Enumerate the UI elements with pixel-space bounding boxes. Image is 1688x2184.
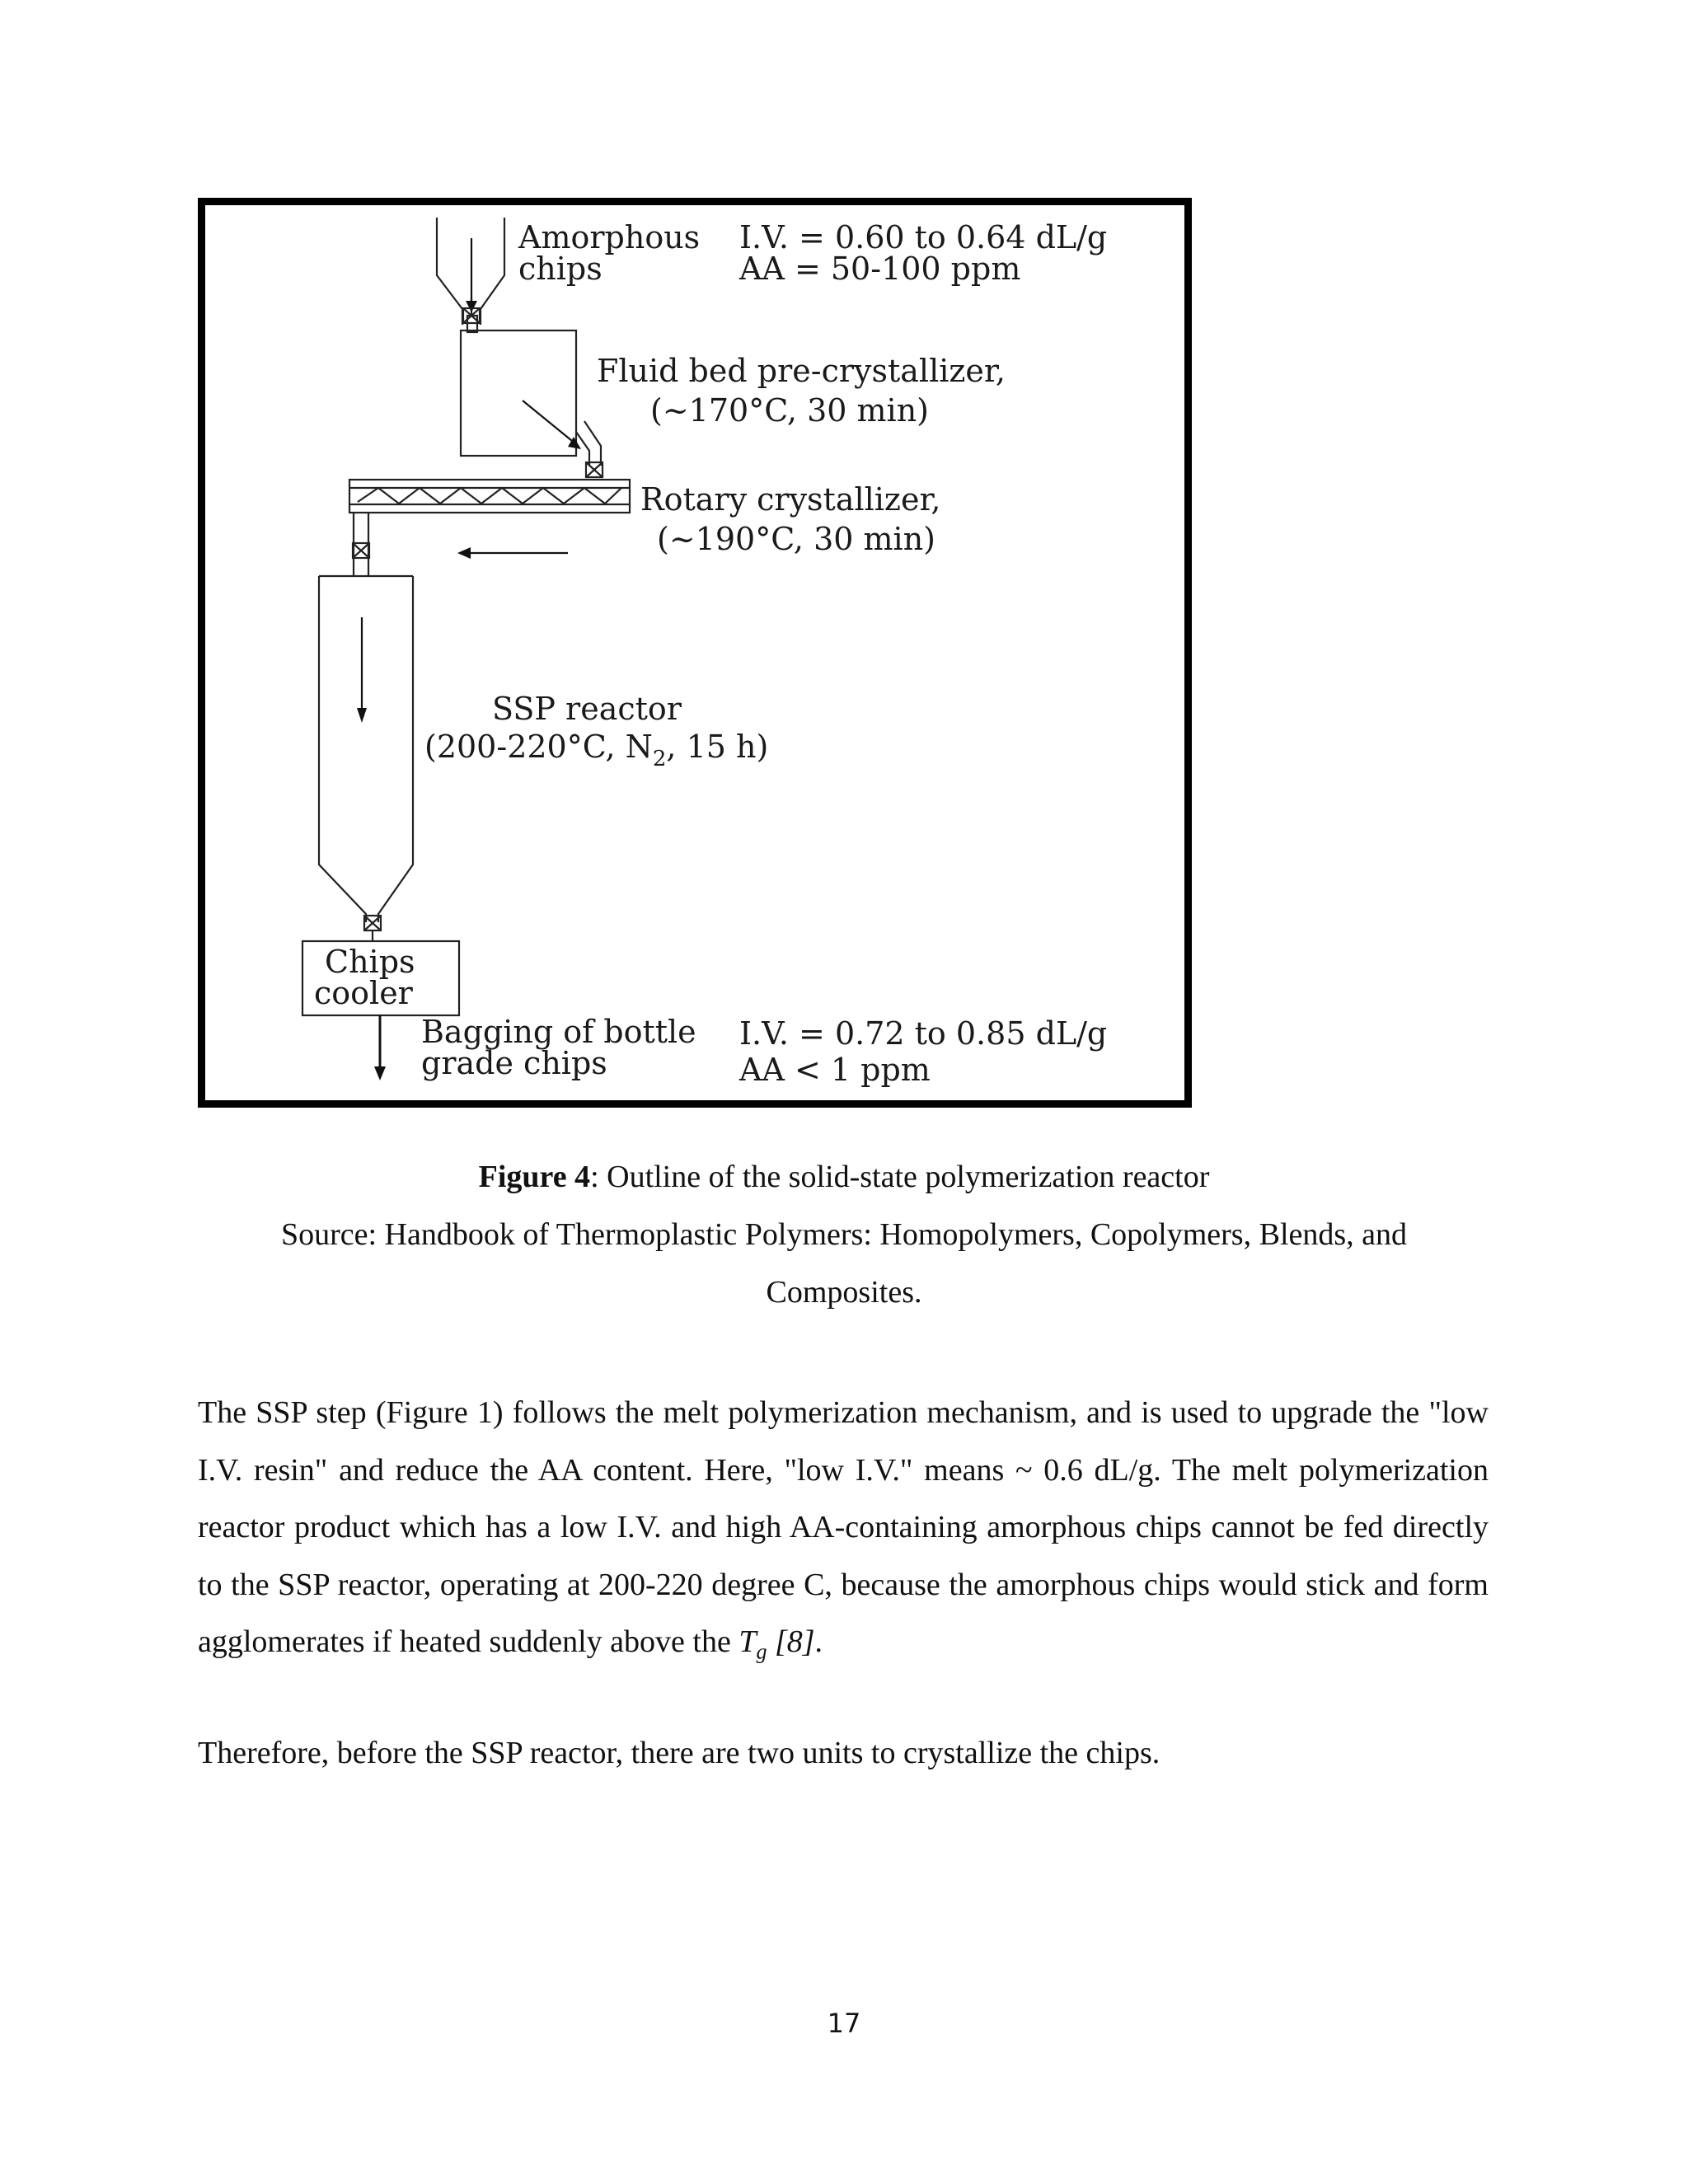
citation-ref: [8] bbox=[767, 1624, 815, 1659]
fluid-bed-conditions: (~170°C, 30 min) bbox=[650, 392, 929, 429]
rotary-crystallizer bbox=[348, 478, 631, 514]
figure-label: Figure 4 bbox=[478, 1160, 591, 1194]
page-number: 17 bbox=[827, 2008, 861, 2039]
chips-cooler-label-1: Chips bbox=[325, 944, 415, 980]
chips-cooler-label-2: cooler bbox=[314, 975, 414, 1011]
figure-title: : Outline of the solid-state polymerizat… bbox=[590, 1160, 1210, 1194]
figure-source-line2: Composites. bbox=[766, 1275, 922, 1310]
aa-top: AA = 50-100 ppm bbox=[738, 251, 1020, 287]
rotary-label: Rotary crystallizer, bbox=[640, 481, 941, 518]
figure-caption: Figure 4: Outline of the solid-state pol… bbox=[0, 1159, 1688, 1195]
paragraph-ssp-step: The SSP step (Figure 1) follows the melt… bbox=[198, 1395, 1489, 1664]
ssp-reactor-label: SSP reactor bbox=[492, 691, 682, 727]
iv-bottom: I.V. = 0.72 to 0.85 dL/g bbox=[739, 1015, 1107, 1052]
fluid-bed-box bbox=[459, 329, 578, 457]
rotary-conditions: (~190°C, 30 min) bbox=[657, 521, 935, 557]
aa-bottom: AA < 1 ppm bbox=[738, 1052, 931, 1088]
iv-top: I.V. = 0.60 to 0.64 dL/g bbox=[739, 219, 1107, 255]
ssp-reactor-vessel bbox=[317, 574, 415, 922]
valve-icon bbox=[351, 541, 371, 560]
figure-4-diagram: Amorphous chips I.V. = 0.60 to 0.64 dL/g… bbox=[198, 198, 1192, 1108]
tg-symbol: Tg bbox=[738, 1624, 767, 1664]
label-amorphous: Amorphous bbox=[518, 219, 700, 255]
bagging-label-2: grade chips bbox=[421, 1045, 607, 1081]
valve-icon bbox=[462, 307, 481, 325]
fluid-bed-arrow bbox=[522, 400, 577, 445]
fluid-bed-label: Fluid bed pre-crystallizer, bbox=[597, 353, 1006, 389]
label-chips: chips bbox=[518, 251, 603, 287]
valve-icon bbox=[584, 461, 604, 479]
figure-source-line1: Source: Handbook of Thermoplastic Polyme… bbox=[280, 1217, 1408, 1252]
ssp-process-diagram: Amorphous chips I.V. = 0.60 to 0.64 dL/g… bbox=[301, 218, 1107, 1088]
paragraph-crystallize: Therefore, before the SSP reactor, there… bbox=[198, 1736, 1160, 1770]
valve-icon bbox=[363, 914, 382, 932]
feed-arrow-head bbox=[466, 301, 477, 312]
bagging-label-1: Bagging of bottle bbox=[421, 1014, 696, 1050]
ssp-reactor-conditions: (200-220°C, N2, 15 h) bbox=[424, 729, 768, 771]
